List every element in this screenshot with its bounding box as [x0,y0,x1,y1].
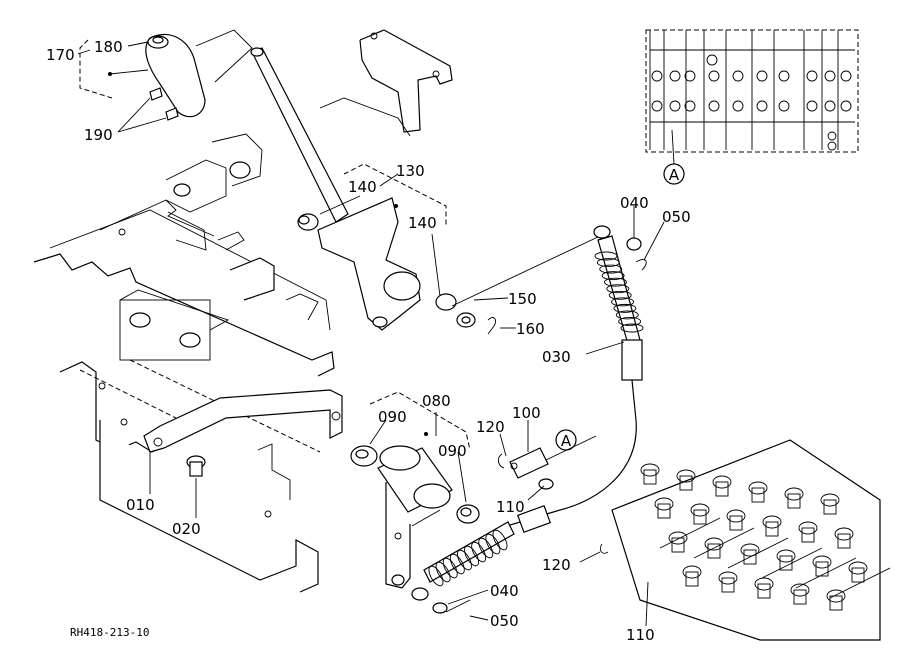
inset-valve-detail [645,29,859,165]
callout-150: 150 [508,290,537,308]
control-valve-block [611,439,891,641]
callout-090-lower: 090 [438,442,467,460]
lower-plate-010 [143,389,343,477]
callout-190: 190 [84,126,113,144]
marker-a-inset-text: A [669,166,680,184]
callout-130: 130 [396,162,425,180]
callout-020: 020 [172,520,201,538]
callout-050-lower: 050 [490,612,519,630]
drawing-reference-code: RH418-213-10 [70,626,149,639]
lower-lever-080 [350,391,480,589]
callout-100: 100 [512,404,541,422]
callout-110-upper: 110 [496,498,525,516]
marker-a-main-text: A [561,432,572,450]
callout-140-lower: 140 [408,214,437,232]
callout-010: 010 [126,496,155,514]
callout-140-upper: 140 [348,178,377,196]
lever-bracket-130 [297,163,607,335]
callout-030: 030 [542,348,571,366]
mounting-bracket-upper [319,29,453,137]
callout-120-upper: 120 [476,418,505,436]
control-lever-rod [250,47,349,223]
marker-a-main: A [555,429,577,451]
callout-160: 160 [516,320,545,338]
callout-110-lower: 110 [626,626,655,644]
callout-090-upper: 090 [378,408,407,426]
callout-040-upper: 040 [620,194,649,212]
callout-080: 080 [422,392,451,410]
callout-040-lower: 040 [490,582,519,600]
callout-180: 180 [94,38,123,56]
leader-lines [77,41,665,627]
callout-170: 170 [46,46,75,64]
callout-labels: 170 180 190 130 140 140 150 160 040 050 … [46,38,691,644]
lever-knob-assembly [79,29,253,133]
callout-050-upper: 050 [662,208,691,226]
callout-120-lower: 120 [542,556,571,574]
main-frame [33,133,335,593]
marker-a-inset: A [663,163,685,185]
